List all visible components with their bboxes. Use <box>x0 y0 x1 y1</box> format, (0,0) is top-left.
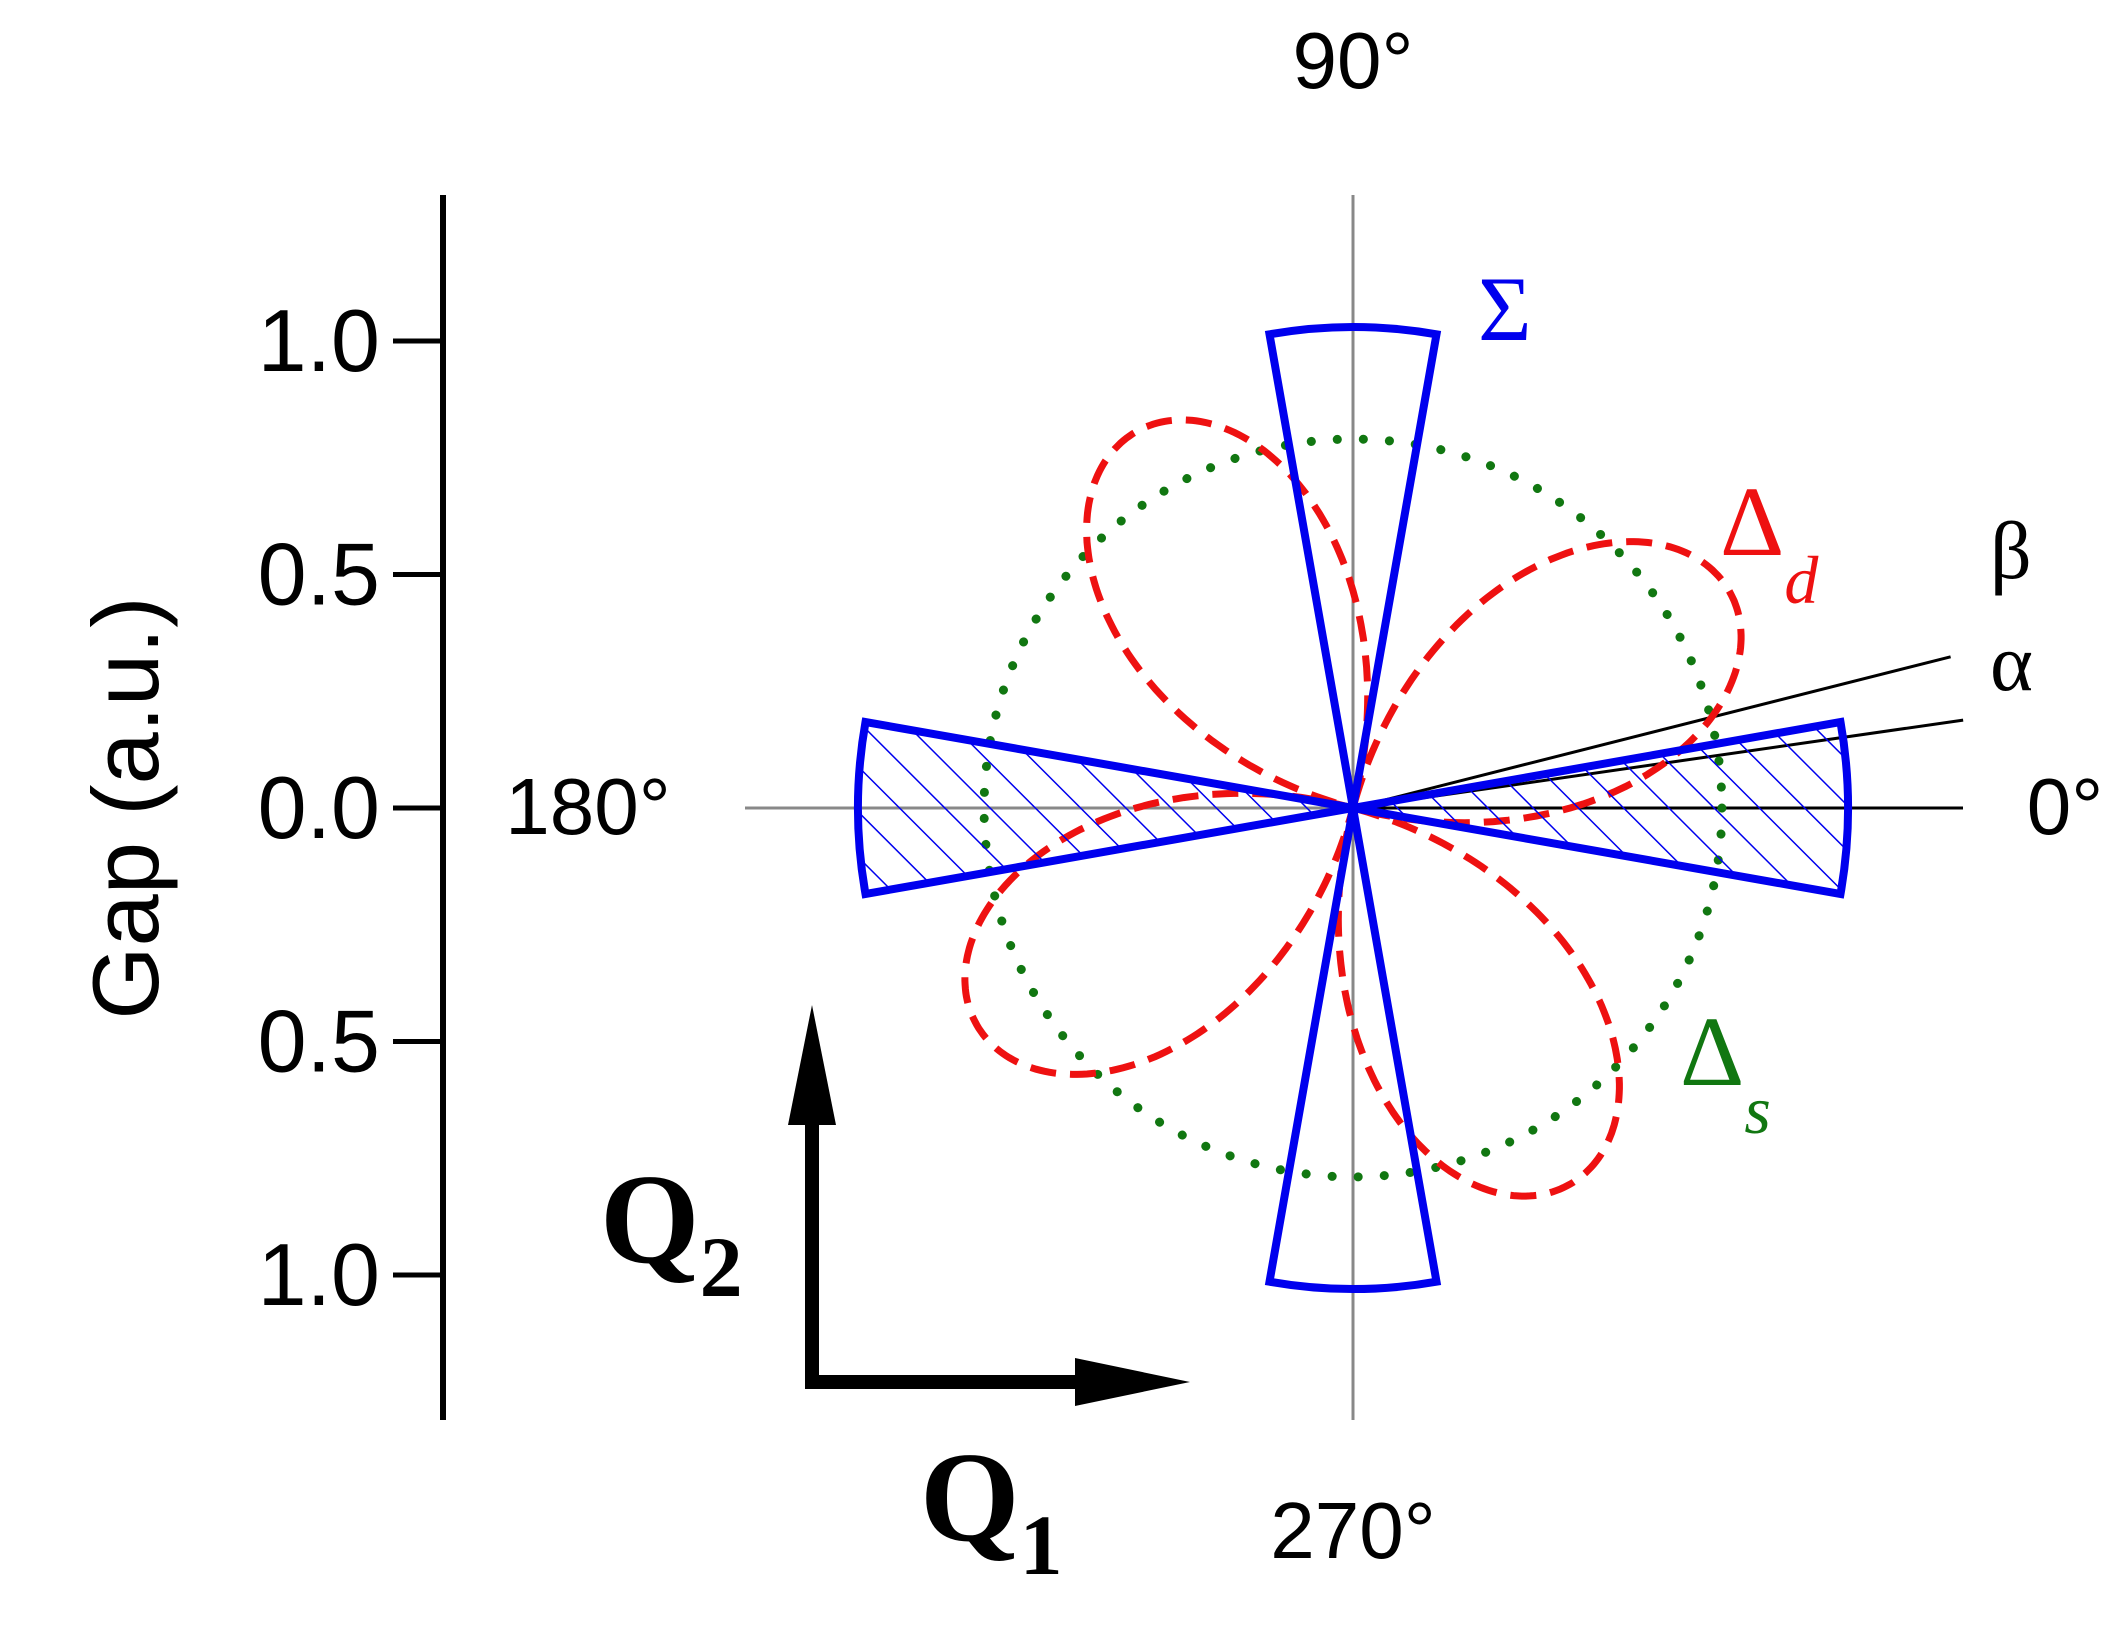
sigma-wedge-180 <box>853 717 1354 899</box>
q1-arrow-head <box>1075 1358 1190 1406</box>
q2-arrow-head <box>788 1005 836 1125</box>
angle-label-270: 270° <box>1270 1486 1435 1575</box>
y-ticks: 1.0 0.5 0.0 0.5 1.0 <box>258 291 443 1324</box>
angle-label-180: 180° <box>505 762 670 851</box>
y-axis-label: Gap (a.u.) <box>73 596 178 1019</box>
q1-label: Q1 <box>920 1426 1063 1593</box>
y-tick-label: 1.0 <box>258 1225 380 1324</box>
delta-s-label: Δs <box>1680 996 1771 1148</box>
sigma-wedge-0 <box>1352 717 1853 899</box>
angle-label-90: 90° <box>1293 16 1414 105</box>
sigma-label: Σ <box>1478 258 1532 360</box>
beta-label: β <box>1990 505 2032 596</box>
delta-d-label: Δd <box>1720 466 1819 618</box>
sigma-wedges-group <box>853 322 1853 1294</box>
angle-label-0: 0° <box>2027 762 2103 851</box>
sigma-wedge-90 <box>1264 322 1442 809</box>
sigma-wedge-270 <box>1264 807 1442 1294</box>
alpha-label: α <box>1990 617 2033 708</box>
y-tick-label: 0.5 <box>258 525 380 624</box>
y-tick-label: 1.0 <box>258 291 380 390</box>
q2-label: Q2 <box>600 1148 743 1315</box>
y-tick-label: 0.5 <box>258 992 380 1091</box>
ray-beta <box>1352 655 1951 810</box>
y-tick-label: 0.0 <box>258 758 380 857</box>
